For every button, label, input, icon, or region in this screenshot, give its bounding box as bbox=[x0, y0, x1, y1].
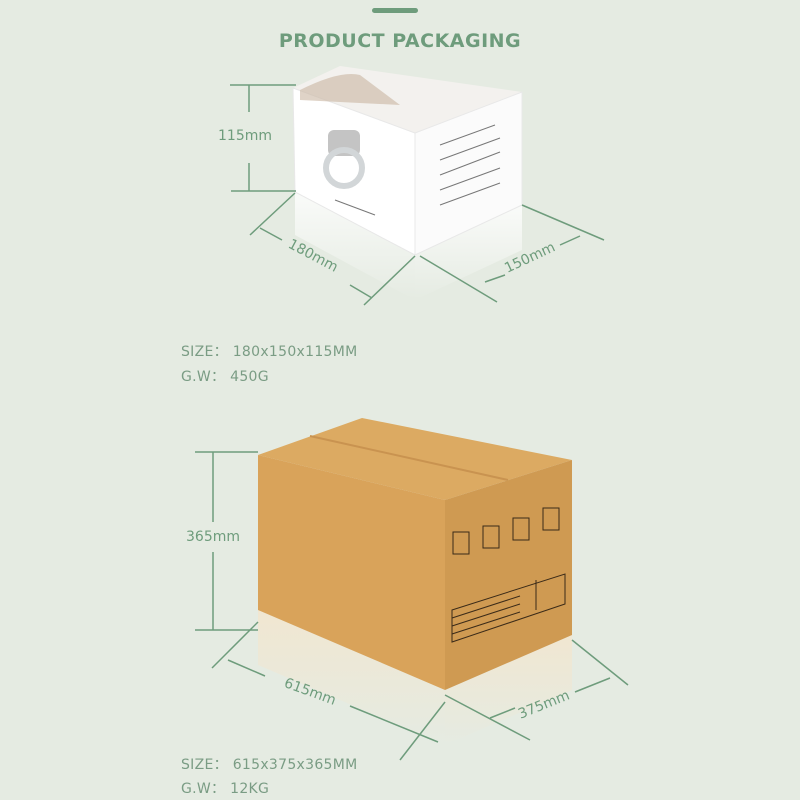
carton-weight-spec: G.W： 12KG bbox=[181, 781, 270, 797]
page-title: PRODUCT PACKAGING bbox=[278, 30, 522, 52]
header-accent-bar bbox=[372, 8, 418, 13]
carton-dimension-lines bbox=[195, 451, 629, 761]
retail-weight-spec: G.W： 450G bbox=[181, 369, 269, 385]
retail-box bbox=[292, 66, 523, 300]
retail-size-spec: SIZE： 180x150x115MM bbox=[181, 344, 358, 360]
retail-dimension-lines bbox=[230, 84, 605, 306]
retail-height-label: 115mm bbox=[218, 128, 272, 144]
handling-symbols bbox=[451, 507, 566, 643]
carton-size-spec: SIZE： 615x375x365MM bbox=[181, 757, 358, 773]
shipping-carton bbox=[258, 418, 572, 745]
carton-height-label: 365mm bbox=[186, 529, 240, 545]
